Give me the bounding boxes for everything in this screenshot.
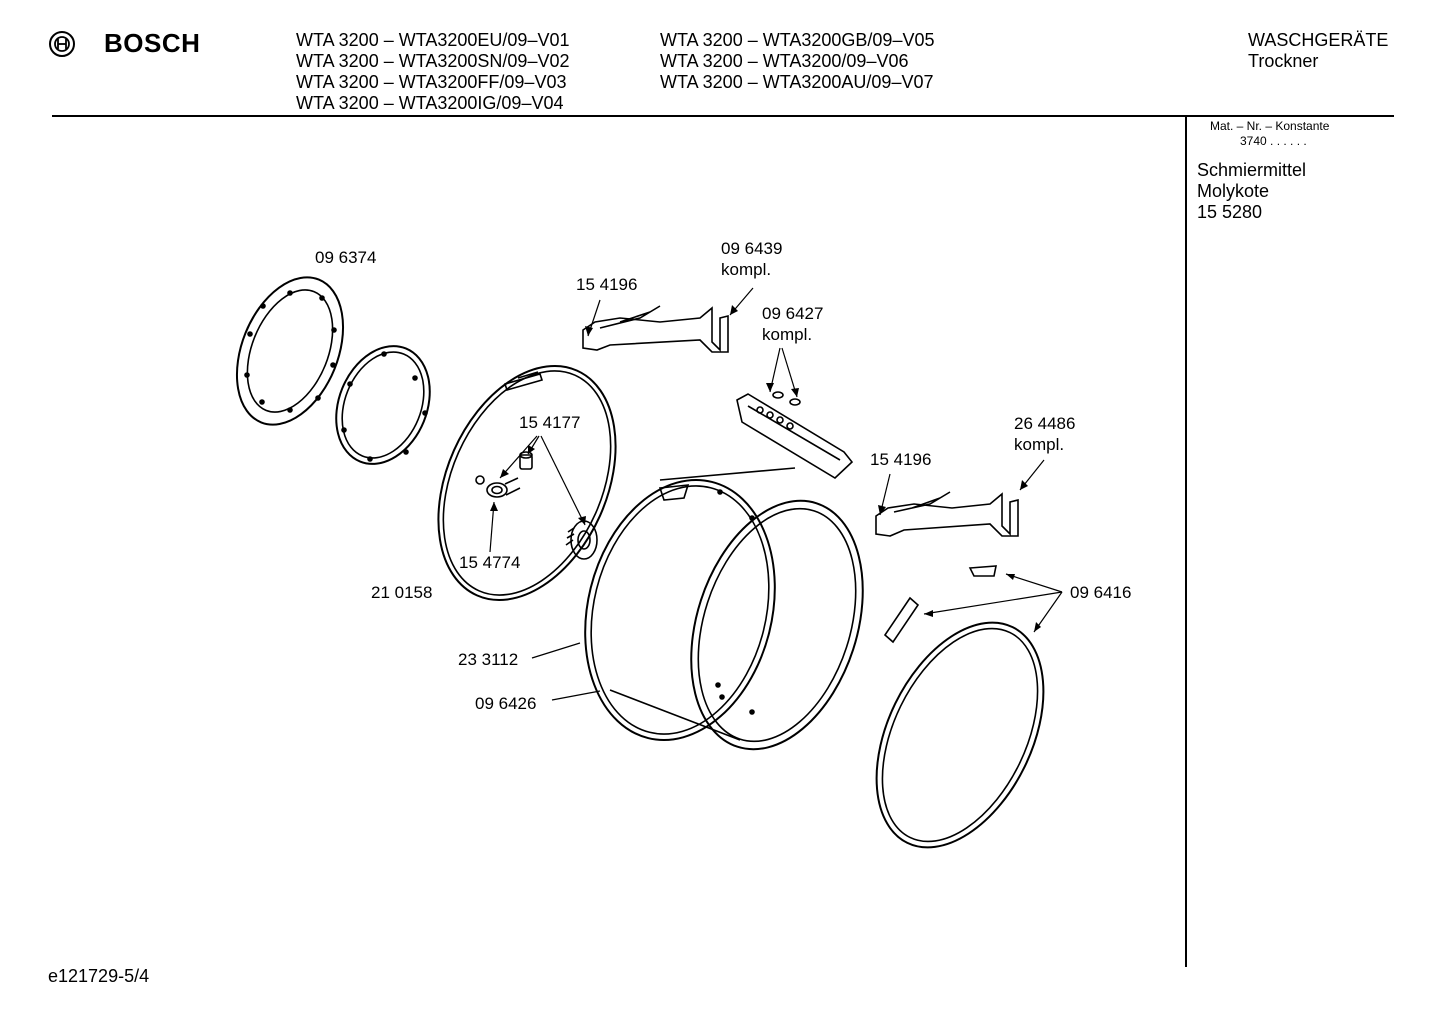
model-list-right: WTA 3200 – WTA3200GB/09–V05 WTA 3200 – W… bbox=[660, 30, 934, 93]
part-label: 09 6427 bbox=[762, 304, 823, 323]
header-divider bbox=[52, 115, 1394, 117]
material-number-label: Mat. – Nr. – Konstante bbox=[1210, 119, 1330, 133]
front-ring-part bbox=[235, 276, 345, 426]
part-note: kompl. bbox=[721, 260, 771, 279]
material-constant: 3740 . . . . . . bbox=[1240, 134, 1307, 148]
lubricant-name: Molykote bbox=[1197, 181, 1270, 201]
model-line: WTA 3200 – WTA3200EU/09–V01 bbox=[296, 30, 570, 50]
model-line: WTA 3200 – WTA3200/09–V06 bbox=[660, 51, 909, 71]
category-title: WASCHGERÄTE bbox=[1248, 30, 1389, 50]
model-line: WTA 3200 – WTA3200AU/09–V07 bbox=[660, 72, 934, 92]
rear-wall-part bbox=[437, 365, 617, 601]
lubricant-info: Schmiermittel Molykote 15 5280 bbox=[1197, 160, 1306, 223]
bracket-top-part bbox=[582, 305, 729, 353]
part-label: 09 6426 bbox=[475, 694, 536, 713]
category-subtitle: Trockner bbox=[1248, 51, 1319, 71]
brand-name: BOSCH bbox=[104, 28, 201, 58]
sidebar-divider bbox=[1185, 117, 1187, 967]
part-label: 09 6439 bbox=[721, 239, 782, 258]
lamp-holder-part bbox=[736, 391, 854, 479]
lubricant-part-number: 15 5280 bbox=[1197, 202, 1263, 222]
part-note: kompl. bbox=[762, 325, 812, 344]
part-label: 15 4774 bbox=[459, 553, 520, 572]
part-note: kompl. bbox=[1014, 435, 1064, 454]
part-label: 26 4486 bbox=[1014, 414, 1075, 433]
leader-arrowheads bbox=[490, 305, 1041, 632]
part-label: 21 0158 bbox=[371, 583, 432, 602]
part-label: 15 4196 bbox=[870, 450, 931, 469]
drawing-code: e121729-5/4 bbox=[48, 966, 150, 986]
lubricant-title: Schmiermittel bbox=[1197, 160, 1307, 180]
part-label: 09 6416 bbox=[1070, 583, 1131, 602]
drum-body-part bbox=[584, 467, 864, 751]
model-line: WTA 3200 – WTA3200IG/09–V04 bbox=[296, 93, 564, 113]
part-label: 09 6374 bbox=[315, 248, 376, 267]
model-line: WTA 3200 – WTA3200GB/09–V05 bbox=[660, 30, 935, 50]
model-list-left: WTA 3200 – WTA3200EU/09–V01 WTA 3200 – W… bbox=[296, 30, 569, 114]
bosch-logo-icon bbox=[48, 30, 76, 58]
front-seal-ring-part bbox=[875, 565, 1045, 849]
part-label: 15 4196 bbox=[576, 275, 637, 294]
part-label: 23 3112 bbox=[458, 650, 518, 669]
leader-lines bbox=[489, 287, 1063, 701]
model-line: WTA 3200 – WTA3200SN/09–V02 bbox=[296, 51, 570, 71]
part-label: 15 4177 bbox=[519, 413, 580, 432]
product-category: WASCHGERÄTE Trockner bbox=[1248, 30, 1388, 72]
bracket-mid-part bbox=[875, 491, 1019, 537]
model-line: WTA 3200 – WTA3200FF/09–V03 bbox=[296, 72, 567, 92]
seal-ring-part bbox=[335, 345, 431, 465]
